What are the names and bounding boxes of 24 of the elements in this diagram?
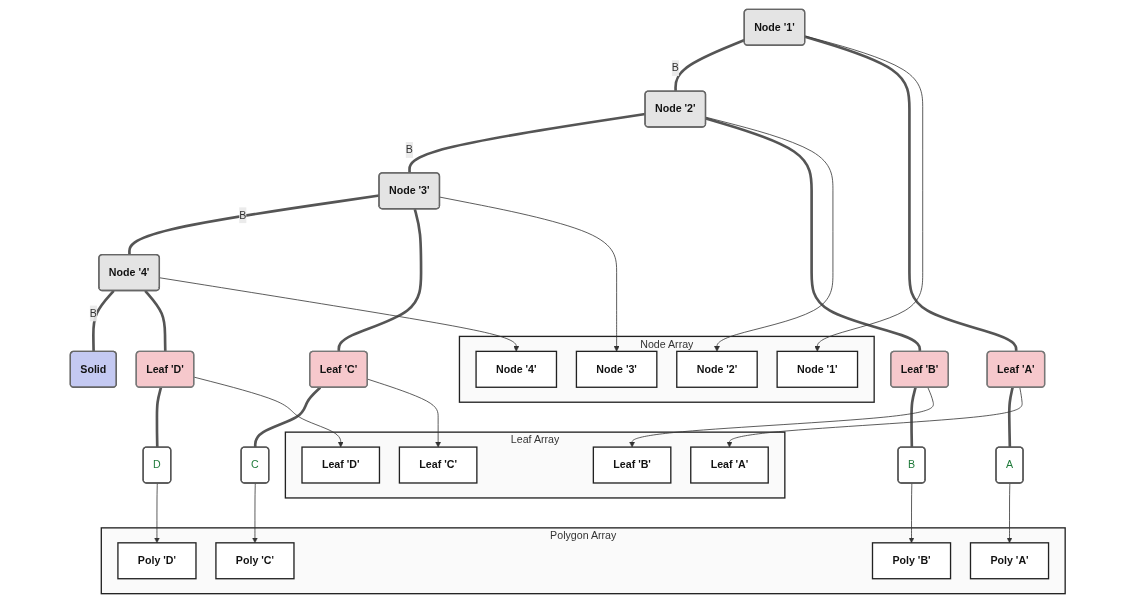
- connector: [91, 289, 115, 352]
- connector: [143, 290, 167, 352]
- node-box: Poly 'C': [215, 542, 295, 580]
- node-box: Node '3': [575, 350, 658, 388]
- node-box: Poly 'D': [117, 542, 197, 580]
- edge-label: B: [405, 143, 413, 156]
- connector: [337, 208, 423, 352]
- node-box: Leaf 'D': [301, 446, 380, 484]
- node-box: Node '2': [675, 350, 758, 388]
- node-box: Leaf 'C': [398, 446, 478, 484]
- edge-label: B: [671, 62, 679, 74]
- node-box: Leaf 'A': [689, 446, 769, 484]
- edge-label: B: [238, 209, 247, 221]
- connector: [909, 387, 917, 448]
- node-box: Leaf 'B': [592, 446, 672, 484]
- connector: [673, 38, 745, 92]
- node-box: Node '1': [776, 350, 858, 388]
- connector: [155, 387, 162, 448]
- connector: [253, 386, 321, 448]
- edge-label: B: [89, 307, 97, 319]
- node-box: Node '4': [475, 350, 557, 388]
- connector: [1007, 387, 1014, 448]
- node-box: Poly 'B': [871, 542, 951, 580]
- node-box: Poly 'A': [969, 542, 1049, 580]
